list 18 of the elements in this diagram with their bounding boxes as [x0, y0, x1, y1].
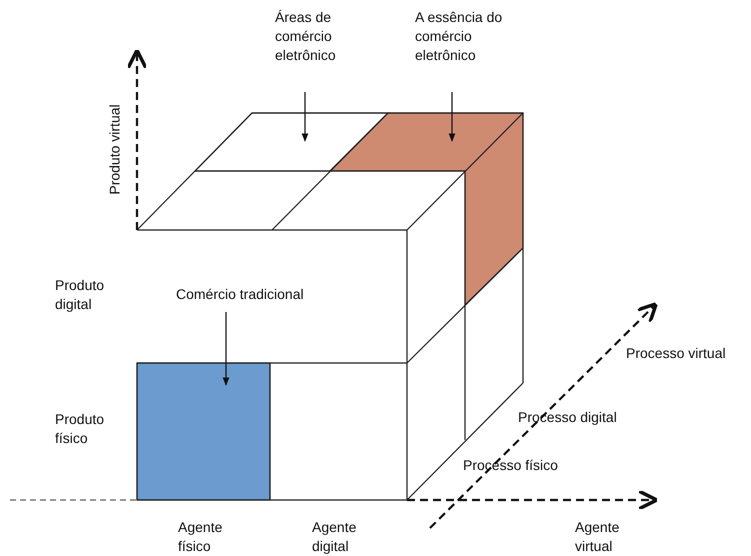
- callout-text: Áreas de comércio eletrônico: [275, 8, 375, 65]
- axis-label: Produto físico: [55, 410, 106, 448]
- axis-label: Processo virtual: [626, 344, 727, 363]
- callout-text: Comércio tradicional: [176, 285, 366, 304]
- axis-label: Agente digital: [312, 518, 358, 556]
- axis-label: Processo digital: [518, 408, 618, 427]
- leader-line: [448, 92, 456, 142]
- axis-label: Agente virtual: [575, 518, 620, 556]
- highlighted-cube-face: [328, 112, 524, 306]
- cube-top-cell: [194, 112, 390, 172]
- leader-line: [222, 312, 230, 386]
- axis-label: Processo físico: [463, 456, 559, 475]
- leader-line: [302, 92, 308, 142]
- axis-label: Produto virtual: [106, 103, 124, 197]
- axis-label: Agente físico: [178, 518, 224, 556]
- axis-label: Produto digital: [55, 276, 106, 314]
- callout-text: A essência do comércio eletrônico: [415, 8, 525, 65]
- highlighted-front-cell: [136, 362, 271, 501]
